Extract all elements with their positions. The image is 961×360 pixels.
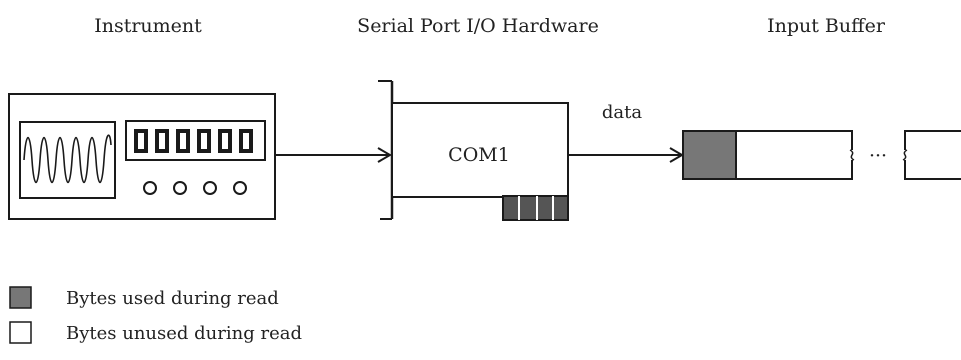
instrument-device [8, 93, 276, 220]
serial-port-card: COM1 [378, 80, 569, 221]
data-arrow-label: data [602, 102, 642, 123]
buffer-ellipsis: ··· [869, 145, 887, 167]
connector-pins-icon [502, 195, 569, 221]
legend: Bytes used during read Bytes unused duri… [9, 286, 302, 344]
port-to-buffer-arrow [568, 147, 684, 163]
buffer-last-cell [904, 130, 961, 180]
legend-used-swatch [9, 286, 32, 309]
legend-unused-label: Bytes unused during read [66, 323, 302, 344]
waveform-icon [23, 134, 112, 184]
buffer-unused-cell [736, 130, 853, 180]
hardware-header: Serial Port I/O Hardware [357, 15, 599, 37]
buffer-used-cell [682, 130, 737, 180]
legend-used-label: Bytes used during read [66, 288, 279, 309]
instrument-header: Instrument [94, 15, 202, 37]
legend-unused-swatch [9, 321, 32, 344]
instrument-screen [19, 121, 116, 199]
instrument-to-port-arrow [275, 147, 392, 163]
port-label: COM1 [448, 144, 510, 166]
input-buffer: ··· [682, 130, 961, 180]
instrument-knobs-icon [143, 181, 247, 195]
buffer-header: Input Buffer [767, 15, 886, 37]
